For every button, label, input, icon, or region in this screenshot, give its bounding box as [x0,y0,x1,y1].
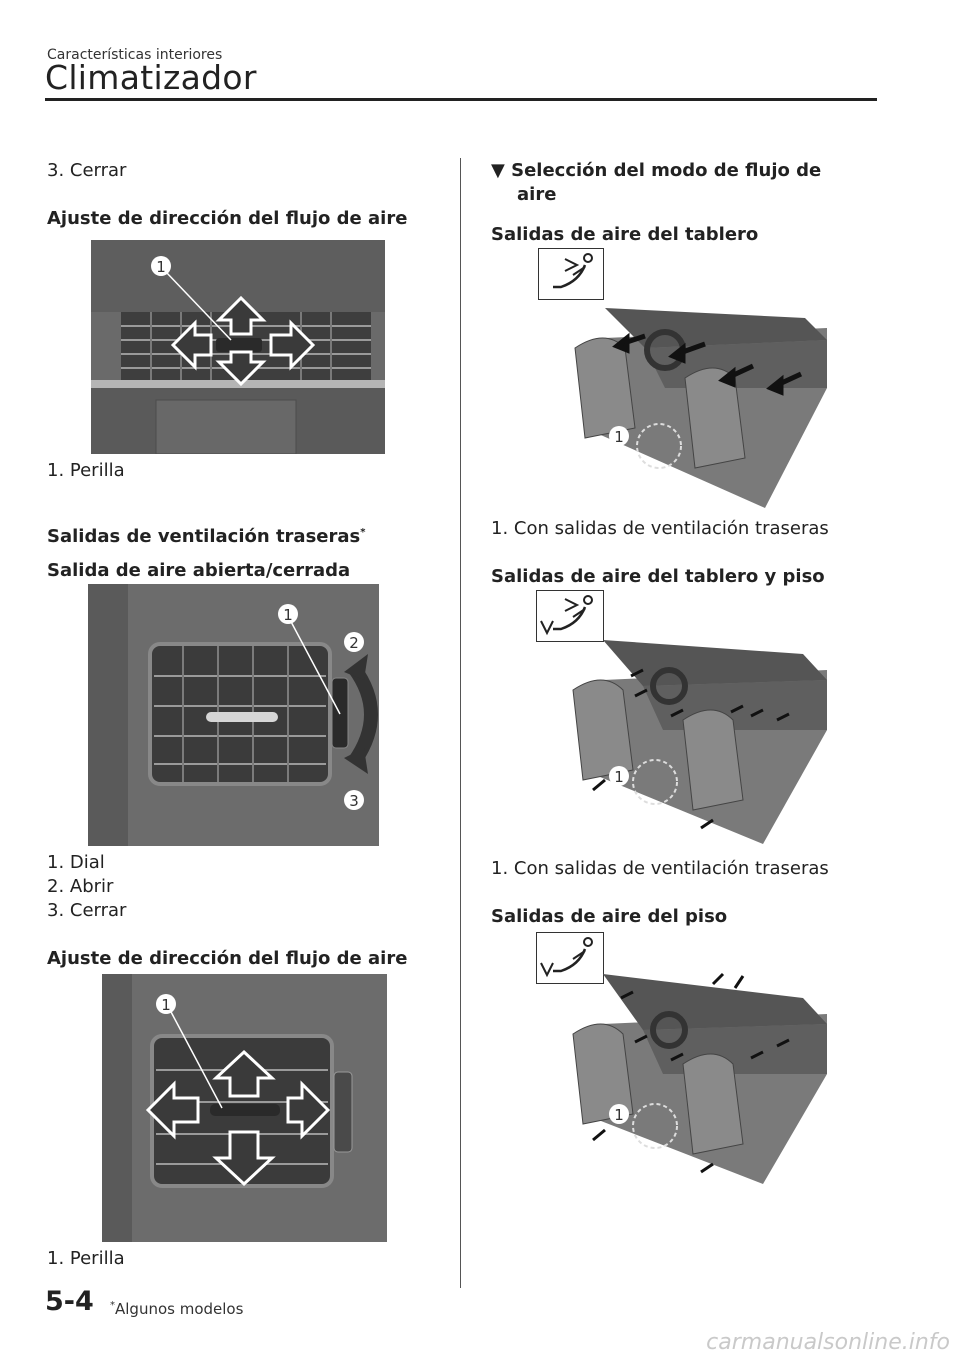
heading-open-close: Salida de aire abierta/cerrada [47,560,351,581]
fig1-caption: 1. Perilla [47,460,125,481]
heading-rear-vents: Salidas de ventilación traseras* [47,526,366,547]
arrow-right-icon [269,319,316,371]
rear-vent-dial-photo: 1 2 3 [88,584,379,846]
cabin-illustration-dash: 1 [565,288,827,510]
page-number: 5-4 [45,1286,94,1317]
floor-mode-icon [536,932,604,984]
fig2-caption-2: 2. Abrir [47,876,114,897]
triangle-marker-icon: ▼ [491,160,505,181]
arrow-up-icon [212,1049,276,1098]
heading-airflow-direction: Ajuste de dirección del flujo de aire [47,208,408,229]
watermark: carmanualsonline.info [706,1330,950,1355]
header-rule [45,98,877,101]
arrow-down-icon [212,1130,276,1187]
column-divider [460,158,461,1288]
cabin-illustration-floor: 1 [563,964,827,1186]
arrow-down-icon [215,350,267,387]
callout-1-d: 1 [614,428,624,446]
heading-mode-selection-2: aire [517,184,557,205]
rear-vent-direction-photo: 1 [102,974,387,1242]
callout-1-e: 1 [614,768,624,786]
heading-dash-floor-vents: Salidas de aire del tablero y piso [491,566,825,587]
step-3-close: 3. Cerrar [47,160,127,181]
section-label: Características interiores [47,47,223,63]
arrow-left-icon [170,319,213,371]
footnote: *Algunos modelos [110,1300,244,1318]
heading-floor-vents: Salidas de aire del piso [491,906,728,927]
callout-1-c: 1 [161,996,171,1014]
callout-1-f: 1 [614,1106,624,1124]
fig2-caption-1: 1. Dial [47,852,105,873]
cabin-illustration-dash-floor: 1 [563,630,827,846]
chapter-title: Climatizador [45,58,257,97]
callout-2: 2 [349,634,359,652]
heading-mode-selection: ▼ Selección del modo de flujo de [491,160,822,181]
arrow-left-icon [145,1080,200,1140]
heading-airflow-direction-2: Ajuste de dirección del flujo de aire [47,948,408,969]
fig2-caption-3: 3. Cerrar [47,900,127,921]
arrow-right-icon [286,1080,331,1140]
front-vent-photo: 1 [91,240,385,454]
callout-3: 3 [349,792,359,810]
callout-1-a: 1 [156,258,166,276]
callout-1-b: 1 [283,606,293,624]
heading-dash-vents: Salidas de aire del tablero [491,224,759,245]
arrow-up-icon [215,295,267,336]
fig3-caption: 1. Perilla [47,1248,125,1269]
fig5-caption: 1. Con salidas de ventilación traseras [491,858,829,879]
face-floor-mode-icon [536,590,604,642]
fig4-caption: 1. Con salidas de ventilación traseras [491,518,829,539]
face-mode-icon [538,248,604,300]
